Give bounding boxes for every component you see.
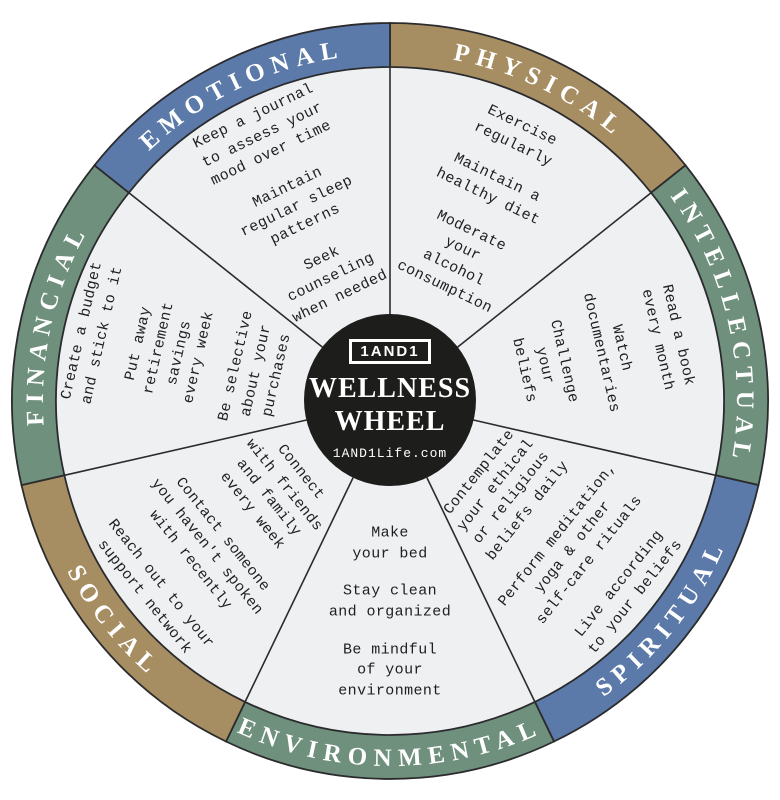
center-disc: [304, 314, 476, 486]
segment-divider-line: [426, 477, 536, 703]
segment-divider-line: [456, 192, 652, 349]
center-hub: 1AND1 WELLNESS WHEEL 1AND1Life.com: [304, 314, 476, 486]
segment-divider-line: [64, 419, 308, 477]
wheel-title: WELLNESS WHEEL: [308, 373, 472, 437]
tip-text: Make your bed: [352, 524, 428, 563]
segment-divider-line: [472, 419, 716, 477]
ring-segment-emotional: [93, 22, 391, 194]
tip-text: Watch documentaries: [578, 291, 635, 415]
tip-text: Be mindful of your environment: [338, 641, 442, 700]
brand-logo: 1AND1: [349, 339, 431, 365]
segment-tips-environmental: Make your bed Stay clean and organized B…: [295, 524, 485, 703]
segment-divider-line: [128, 192, 324, 349]
website-url: 1AND1Life.com: [332, 445, 448, 461]
segment-divider-line: [244, 477, 354, 703]
tip-text: Stay clean and organized: [328, 582, 452, 621]
tip-text: Put away retirement savings every week: [122, 300, 219, 406]
